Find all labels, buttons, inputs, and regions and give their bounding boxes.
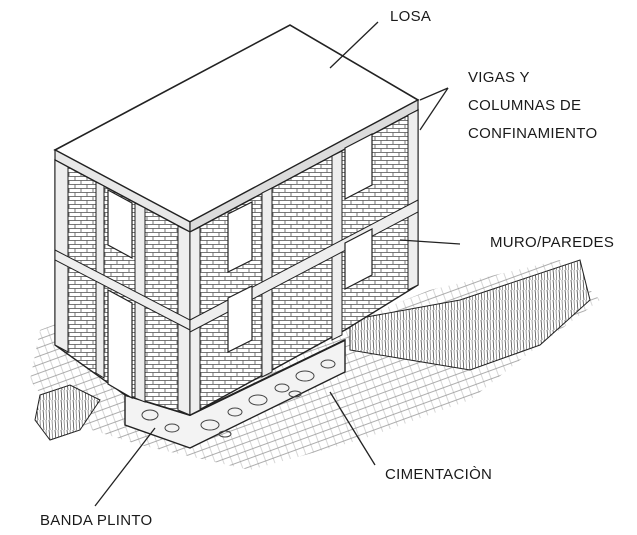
label-vigas-line2: COLUMNAS DE — [468, 97, 582, 114]
label-muro: MURO/PAREDES — [490, 234, 615, 251]
label-losa: LOSA — [390, 8, 432, 25]
label-vigas-columnas: VIGAS Y COLUMNAS DE CONFINAMIENTO — [468, 64, 597, 148]
leader-lines — [94, 21, 461, 507]
roof-slab — [53, 24, 420, 234]
right-facade — [189, 108, 419, 417]
left-facade — [54, 158, 191, 416]
label-vigas-line3: CONFINAMIENTO — [468, 125, 598, 142]
label-banda-plinto: BANDA PLINTO — [40, 512, 153, 529]
label-cimentacion: CIMENTACIÒN — [385, 466, 493, 483]
label-vigas-line1: VIGAS Y — [468, 69, 530, 86]
